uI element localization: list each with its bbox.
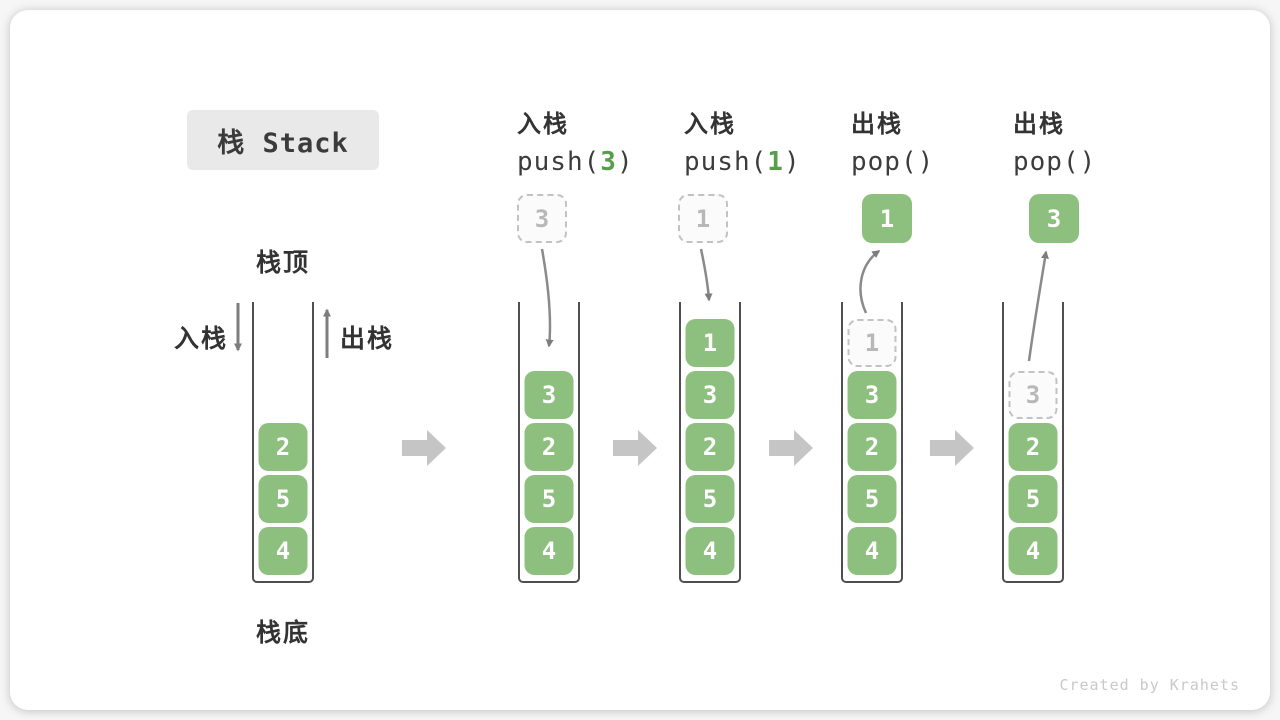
stack-element: 2	[258, 423, 308, 471]
op-name: 入栈	[517, 111, 569, 138]
stack-element: 4	[685, 527, 735, 575]
stack-stage-4: 1 3 2 5 4	[841, 302, 903, 583]
incoming-element-box: 1	[678, 194, 728, 243]
op-code-pre: pop(	[1013, 147, 1080, 177]
ghost-element: 3	[1008, 371, 1058, 419]
stack-element: 2	[685, 423, 735, 471]
op-header-pop-3: 出栈 pop()	[1013, 104, 1173, 177]
op-code: pop()	[1013, 147, 1173, 177]
stack-element: 5	[847, 475, 897, 523]
op-code-post: )	[616, 147, 634, 177]
op-code-pre: push(	[517, 147, 601, 177]
stack-element: 1	[685, 319, 735, 367]
op-code-post: )	[1079, 147, 1097, 177]
stack-element: 2	[847, 423, 897, 471]
op-name: 入栈	[684, 111, 736, 138]
op-code-post: )	[783, 147, 801, 177]
stack-bottom-label: 栈底	[255, 619, 310, 647]
stack-element: 4	[524, 527, 574, 575]
stack-element: 5	[524, 475, 574, 523]
credit-text: Created by Krahets	[1059, 676, 1240, 694]
op-name: 出栈	[1013, 111, 1065, 138]
op-code: push(3)	[517, 147, 677, 177]
stack-element: 5	[685, 475, 735, 523]
op-header-push-3: 入栈 push(3)	[517, 104, 677, 177]
push-side-label: 入栈	[173, 325, 228, 353]
op-code-pre: pop(	[851, 147, 918, 177]
stack-element: 5	[258, 475, 308, 523]
stack-element: 4	[847, 527, 897, 575]
op-header-push-1: 入栈 push(1)	[684, 104, 844, 177]
pop-side-label: 出栈	[340, 325, 395, 353]
ghost-element: 1	[847, 319, 897, 367]
op-code-arg: 3	[600, 147, 617, 177]
popped-element-box: 3	[1029, 194, 1079, 243]
stack-element: 3	[524, 371, 574, 419]
popped-element-box: 1	[862, 194, 912, 243]
title-badge: 栈 Stack	[187, 110, 379, 170]
title-text: 栈 Stack	[217, 127, 349, 159]
stack-element: 2	[1008, 423, 1058, 471]
stack-element: 5	[1008, 475, 1058, 523]
stack-stage-1: 2 5 4	[252, 302, 314, 583]
stack-element: 2	[524, 423, 574, 471]
incoming-element-box: 3	[517, 194, 567, 243]
op-header-pop-1: 出栈 pop()	[851, 104, 1011, 177]
stack-top-label: 栈顶	[255, 249, 310, 277]
stack-stage-3: 1 3 2 5 4	[679, 302, 741, 583]
op-code: pop()	[851, 147, 1011, 177]
op-code-post: )	[917, 147, 935, 177]
stack-stage-5: 3 2 5 4	[1002, 302, 1064, 583]
op-name: 出栈	[851, 111, 903, 138]
stack-element: 4	[1008, 527, 1058, 575]
op-code-arg: 1	[767, 147, 784, 177]
stack-element: 3	[847, 371, 897, 419]
stack-stage-2: 3 2 5 4	[518, 302, 580, 583]
op-code-pre: push(	[684, 147, 768, 177]
stack-element: 4	[258, 527, 308, 575]
op-code: push(1)	[684, 147, 844, 177]
stack-element: 3	[685, 371, 735, 419]
